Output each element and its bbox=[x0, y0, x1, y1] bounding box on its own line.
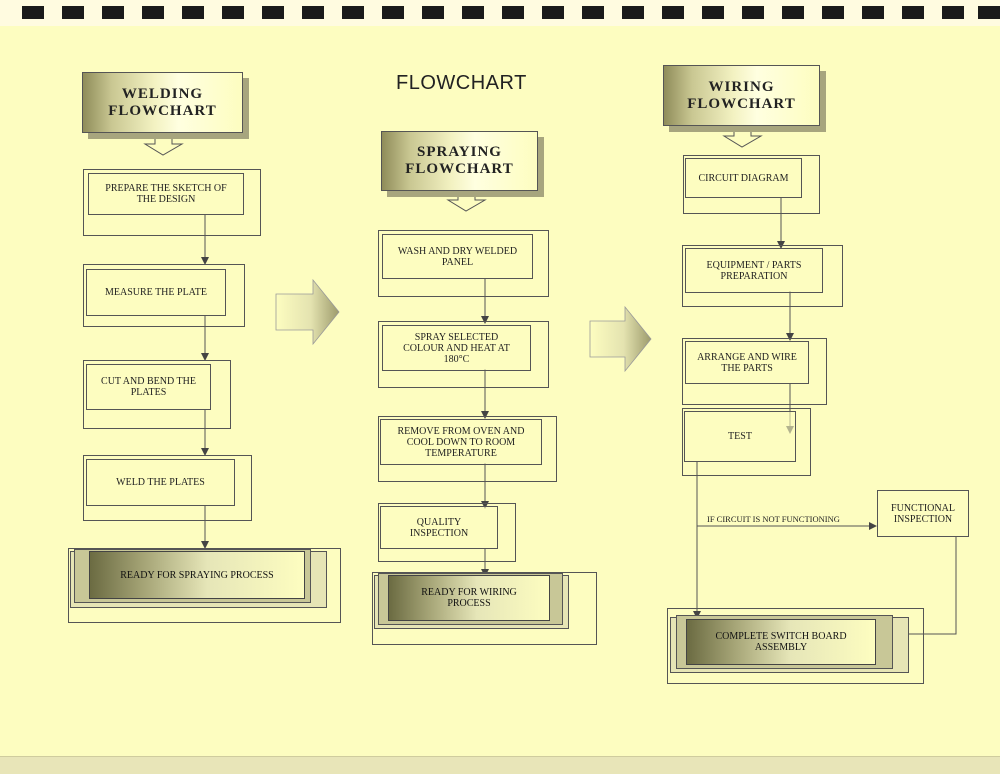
binding-hole bbox=[262, 6, 284, 19]
step-frame bbox=[682, 338, 827, 405]
wiring-header-arrow bbox=[722, 125, 763, 148]
binding-hole bbox=[662, 6, 684, 19]
binding-hole bbox=[222, 6, 244, 19]
binding-hole bbox=[22, 6, 44, 19]
final-frame bbox=[68, 548, 341, 623]
binding-hole bbox=[542, 6, 564, 19]
step-frame bbox=[378, 321, 549, 388]
binding-hole bbox=[782, 6, 804, 19]
spraying-step-2: SPRAY SELECTED COLOUR AND HEAT AT 180°C bbox=[382, 325, 531, 371]
welding-step-3: CUT AND BEND THE PLATES bbox=[86, 364, 211, 410]
binding-hole bbox=[862, 6, 884, 19]
binding-hole bbox=[142, 6, 164, 19]
binding-hole bbox=[422, 6, 444, 19]
final-frame bbox=[372, 572, 597, 645]
binding-hole bbox=[742, 6, 764, 19]
big-arrow-2 bbox=[589, 305, 652, 373]
binding-hole bbox=[942, 6, 964, 19]
spraying-header-arrow bbox=[446, 189, 487, 212]
spraying-step-3: REMOVE FROM OVEN AND COOL DOWN TO ROOM T… bbox=[380, 419, 542, 465]
binding-hole bbox=[382, 6, 404, 19]
binding-hole bbox=[182, 6, 204, 19]
welding-header: WELDING FLOWCHART bbox=[82, 72, 243, 133]
spraying-header: SPRAYING FLOWCHART bbox=[381, 131, 538, 191]
condition-label: IF CIRCUIT IS NOT FUNCTIONING bbox=[707, 514, 840, 524]
binding-hole bbox=[622, 6, 644, 19]
welding-step-1: PREPARE THE SKETCH OF THE DESIGN bbox=[88, 173, 244, 215]
step-frame bbox=[378, 230, 549, 297]
welding-header-arrow bbox=[143, 133, 184, 156]
final-frame bbox=[667, 608, 924, 684]
binding-hole bbox=[102, 6, 124, 19]
page-bottom-edge bbox=[0, 756, 1000, 774]
step-frame bbox=[83, 264, 245, 327]
wiring-step-1: CIRCUIT DIAGRAM bbox=[685, 158, 802, 198]
binding-hole bbox=[302, 6, 324, 19]
binding-hole bbox=[582, 6, 604, 19]
step-frame bbox=[83, 169, 261, 236]
spraying-step-4: QUALITY INSPECTION bbox=[380, 506, 498, 549]
page-title: FLOWCHART bbox=[396, 72, 527, 94]
step-frame bbox=[378, 416, 557, 482]
welding-step-2: MEASURE THE PLATE bbox=[86, 269, 226, 316]
binding-hole bbox=[62, 6, 84, 19]
binding-hole bbox=[822, 6, 844, 19]
step-frame bbox=[83, 455, 252, 521]
functional-inspection-step: FUNCTIONAL INSPECTION bbox=[877, 490, 969, 537]
welding-step-4: WELD THE PLATES bbox=[86, 459, 235, 506]
binding-hole bbox=[502, 6, 524, 19]
welding-final-step: READY FOR SPRAYING PROCESS bbox=[89, 551, 305, 599]
wiring-step-3: ARRANGE AND WIRE THE PARTS bbox=[685, 341, 809, 384]
spraying-final-step: READY FOR WIRING PROCESS bbox=[388, 575, 550, 621]
wiring-step-2: EQUIPMENT / PARTS PREPARATION bbox=[685, 248, 823, 293]
step-frame bbox=[83, 360, 231, 429]
step-frame bbox=[683, 155, 820, 214]
binding-hole bbox=[902, 6, 924, 19]
wiring-header: WIRING FLOWCHART bbox=[663, 65, 820, 126]
binding-hole bbox=[702, 6, 724, 19]
spiral-binding bbox=[0, 0, 1000, 26]
big-arrow-1 bbox=[275, 278, 340, 346]
binding-hole bbox=[978, 6, 1000, 19]
wiring-step-4: TEST bbox=[684, 411, 796, 462]
step-frame bbox=[682, 245, 843, 307]
spraying-step-1: WASH AND DRY WELDED PANEL bbox=[382, 234, 533, 279]
step-frame bbox=[378, 503, 516, 562]
wiring-final-step: COMPLETE SWITCH BOARD ASSEMBLY bbox=[686, 619, 876, 665]
binding-hole bbox=[342, 6, 364, 19]
step-frame bbox=[682, 408, 811, 476]
binding-hole bbox=[462, 6, 484, 19]
